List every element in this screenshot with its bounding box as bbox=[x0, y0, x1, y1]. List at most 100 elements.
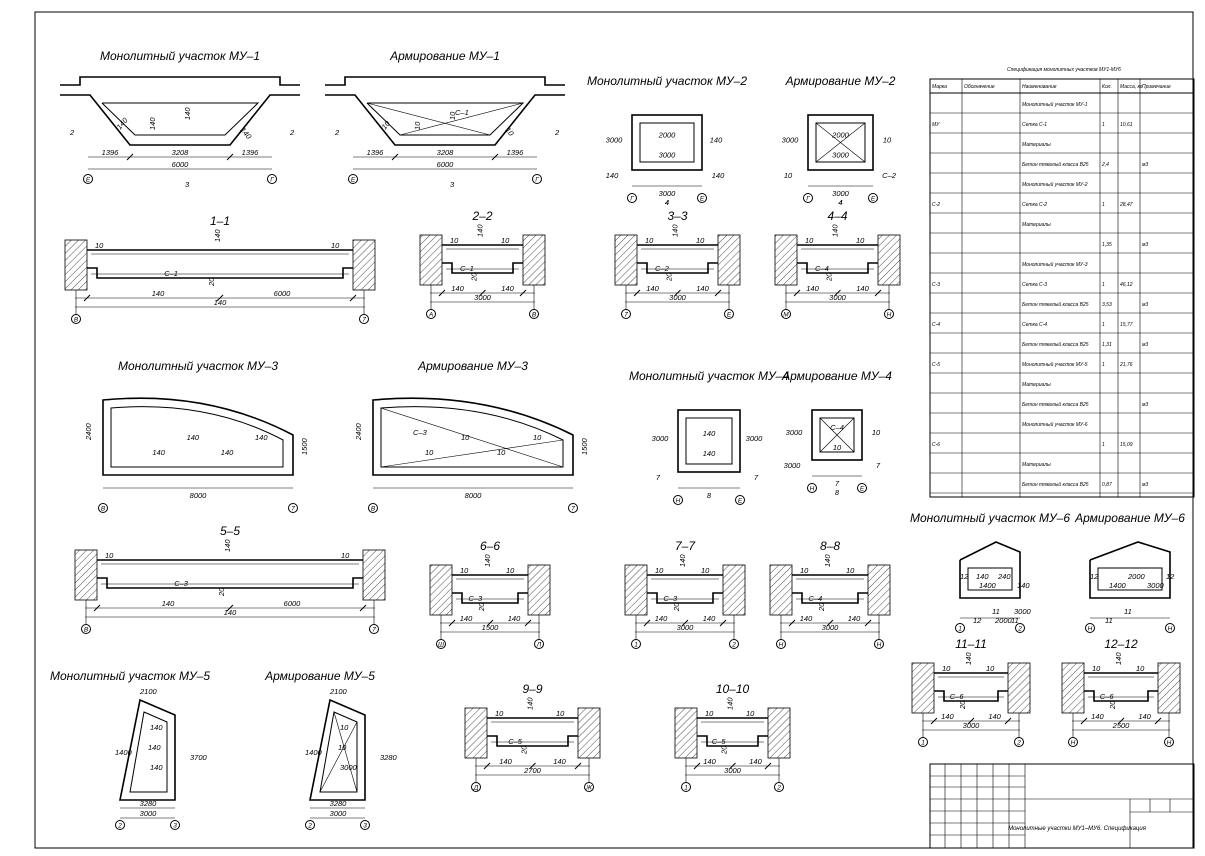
dim-label: 140 bbox=[148, 743, 161, 752]
dim-label: 140 bbox=[976, 572, 989, 581]
spec-cell: Бетон тяжелый класса В25 bbox=[1022, 341, 1089, 348]
rebar-mark: С–5 bbox=[712, 737, 727, 746]
dim-label: 3000 bbox=[659, 151, 677, 160]
dim-label: 140 bbox=[703, 757, 716, 766]
dim-label: 140 bbox=[150, 723, 163, 732]
dim-label: 10 bbox=[340, 723, 349, 732]
spec-cell: С-3 bbox=[932, 282, 940, 288]
dim-label: 10 bbox=[425, 448, 434, 457]
dim-label: 10 bbox=[701, 566, 710, 575]
spec-cell: м3 bbox=[1142, 242, 1148, 248]
dim-label: 10 bbox=[805, 236, 814, 245]
dim-label: 140 bbox=[148, 117, 157, 130]
section-mark: 2 bbox=[289, 128, 295, 137]
dim-label: 140 bbox=[606, 171, 619, 180]
dim-label: 1396 bbox=[507, 148, 525, 157]
spec-cell: 0,87 bbox=[1102, 482, 1112, 488]
dim-label: 20 bbox=[470, 272, 479, 282]
spec-cell: 2,4 bbox=[1101, 162, 1109, 168]
dim-label: 3000 bbox=[677, 623, 695, 632]
dim-label: 1396 bbox=[242, 148, 260, 157]
dim-label: 3280 bbox=[380, 753, 398, 762]
dim-label: 1400 bbox=[979, 581, 997, 590]
axis-bubble: Г bbox=[270, 176, 274, 183]
spec-cell: Монолитный участок МУ-1 bbox=[1022, 101, 1088, 108]
dim-label: 10 bbox=[448, 111, 457, 120]
section-title: 9–9 bbox=[522, 682, 542, 696]
dim-label: 10 bbox=[872, 428, 881, 437]
dim-label: 10 bbox=[856, 236, 865, 245]
dim-label: 140 bbox=[1017, 581, 1030, 590]
dim-label: 10 bbox=[460, 566, 469, 575]
section-title: 10–10 bbox=[716, 682, 750, 696]
spec-cell: 28,47 bbox=[1119, 202, 1133, 208]
dim-label: 3700 bbox=[190, 753, 208, 762]
spec-cell: Бетон тяжелый класса В25 bbox=[1022, 481, 1089, 488]
section-title: 4–4 bbox=[827, 209, 847, 223]
dim-label: 10 bbox=[331, 241, 340, 250]
dim-label: 140 bbox=[831, 224, 840, 237]
axis-bubble: 1 bbox=[684, 784, 688, 791]
dim-label: 8 bbox=[835, 488, 840, 497]
axis-bubble: 2 bbox=[1016, 739, 1021, 746]
dim-label: 140 bbox=[848, 614, 861, 623]
dim-label: 3280 bbox=[140, 799, 158, 808]
axis-bubble: В bbox=[532, 311, 537, 318]
spec-header-cell: Марка bbox=[932, 84, 947, 90]
spec-cell: Бетон тяжелый класса В25 bbox=[1022, 401, 1089, 408]
dim-label: 140 bbox=[483, 554, 492, 567]
rebar-mark: С–1 bbox=[460, 264, 474, 273]
dim-label: 10 bbox=[1136, 664, 1145, 673]
dim-label: 6000 bbox=[172, 160, 190, 169]
axis-bubble: Н bbox=[1167, 739, 1172, 746]
spec-cell: м3 bbox=[1142, 162, 1148, 168]
dim-label: 10 bbox=[883, 136, 892, 145]
rebar-mark: С–3 bbox=[413, 428, 428, 437]
spec-cell: С-6 bbox=[932, 442, 940, 448]
spec-cell: 1 bbox=[1102, 442, 1105, 448]
dim-label: 140 bbox=[224, 608, 237, 617]
section-title: 5–5 bbox=[220, 524, 240, 538]
spec-cell: Бетон тяжелый класса В25 bbox=[1022, 301, 1089, 308]
rebar-mark: С–4 bbox=[815, 264, 829, 273]
dim-label: 140 bbox=[800, 614, 813, 623]
section-mark: 3 bbox=[450, 180, 455, 189]
spec-cell: Сетка С-3 bbox=[1022, 282, 1047, 288]
dim-label: 140 bbox=[499, 757, 512, 766]
dim-label: 20 bbox=[207, 277, 216, 287]
spec-cell: м3 bbox=[1142, 402, 1148, 408]
dim-label: 140 bbox=[150, 763, 163, 772]
axis-bubble: Н bbox=[1071, 739, 1076, 746]
axis-bubble: В bbox=[371, 505, 376, 512]
axis-bubble: Н bbox=[1168, 625, 1173, 632]
section-mark: 2 bbox=[554, 128, 560, 137]
dim-label: 140 bbox=[806, 284, 819, 293]
dim-label: 3000 bbox=[140, 809, 158, 818]
drawing-title: Монолитный участок МУ–2 bbox=[587, 74, 747, 88]
dim-label: 20 bbox=[665, 272, 674, 282]
spec-cell: 1 bbox=[1102, 282, 1105, 288]
dim-label: 1400 bbox=[1109, 581, 1127, 590]
dim-label: 10 bbox=[800, 566, 809, 575]
dim-label: 3000 bbox=[1147, 581, 1165, 590]
dim-label: 10 bbox=[655, 566, 664, 575]
section-mark: 3 bbox=[185, 180, 190, 189]
dim-label: 140 bbox=[703, 614, 716, 623]
dim-label: 3000 bbox=[784, 461, 802, 470]
axis-bubble: Н bbox=[779, 641, 784, 648]
dim-label: 2100 bbox=[139, 687, 158, 696]
spec-header-cell: Обозначение bbox=[964, 84, 995, 90]
spec-cell: 1 bbox=[1102, 362, 1105, 368]
dim-label: 140 bbox=[703, 429, 716, 438]
dim-label: 10 bbox=[696, 236, 705, 245]
dim-label: 140 bbox=[710, 136, 723, 145]
dim-label: 140 bbox=[678, 554, 687, 567]
dim-label: 3000 bbox=[963, 721, 981, 730]
